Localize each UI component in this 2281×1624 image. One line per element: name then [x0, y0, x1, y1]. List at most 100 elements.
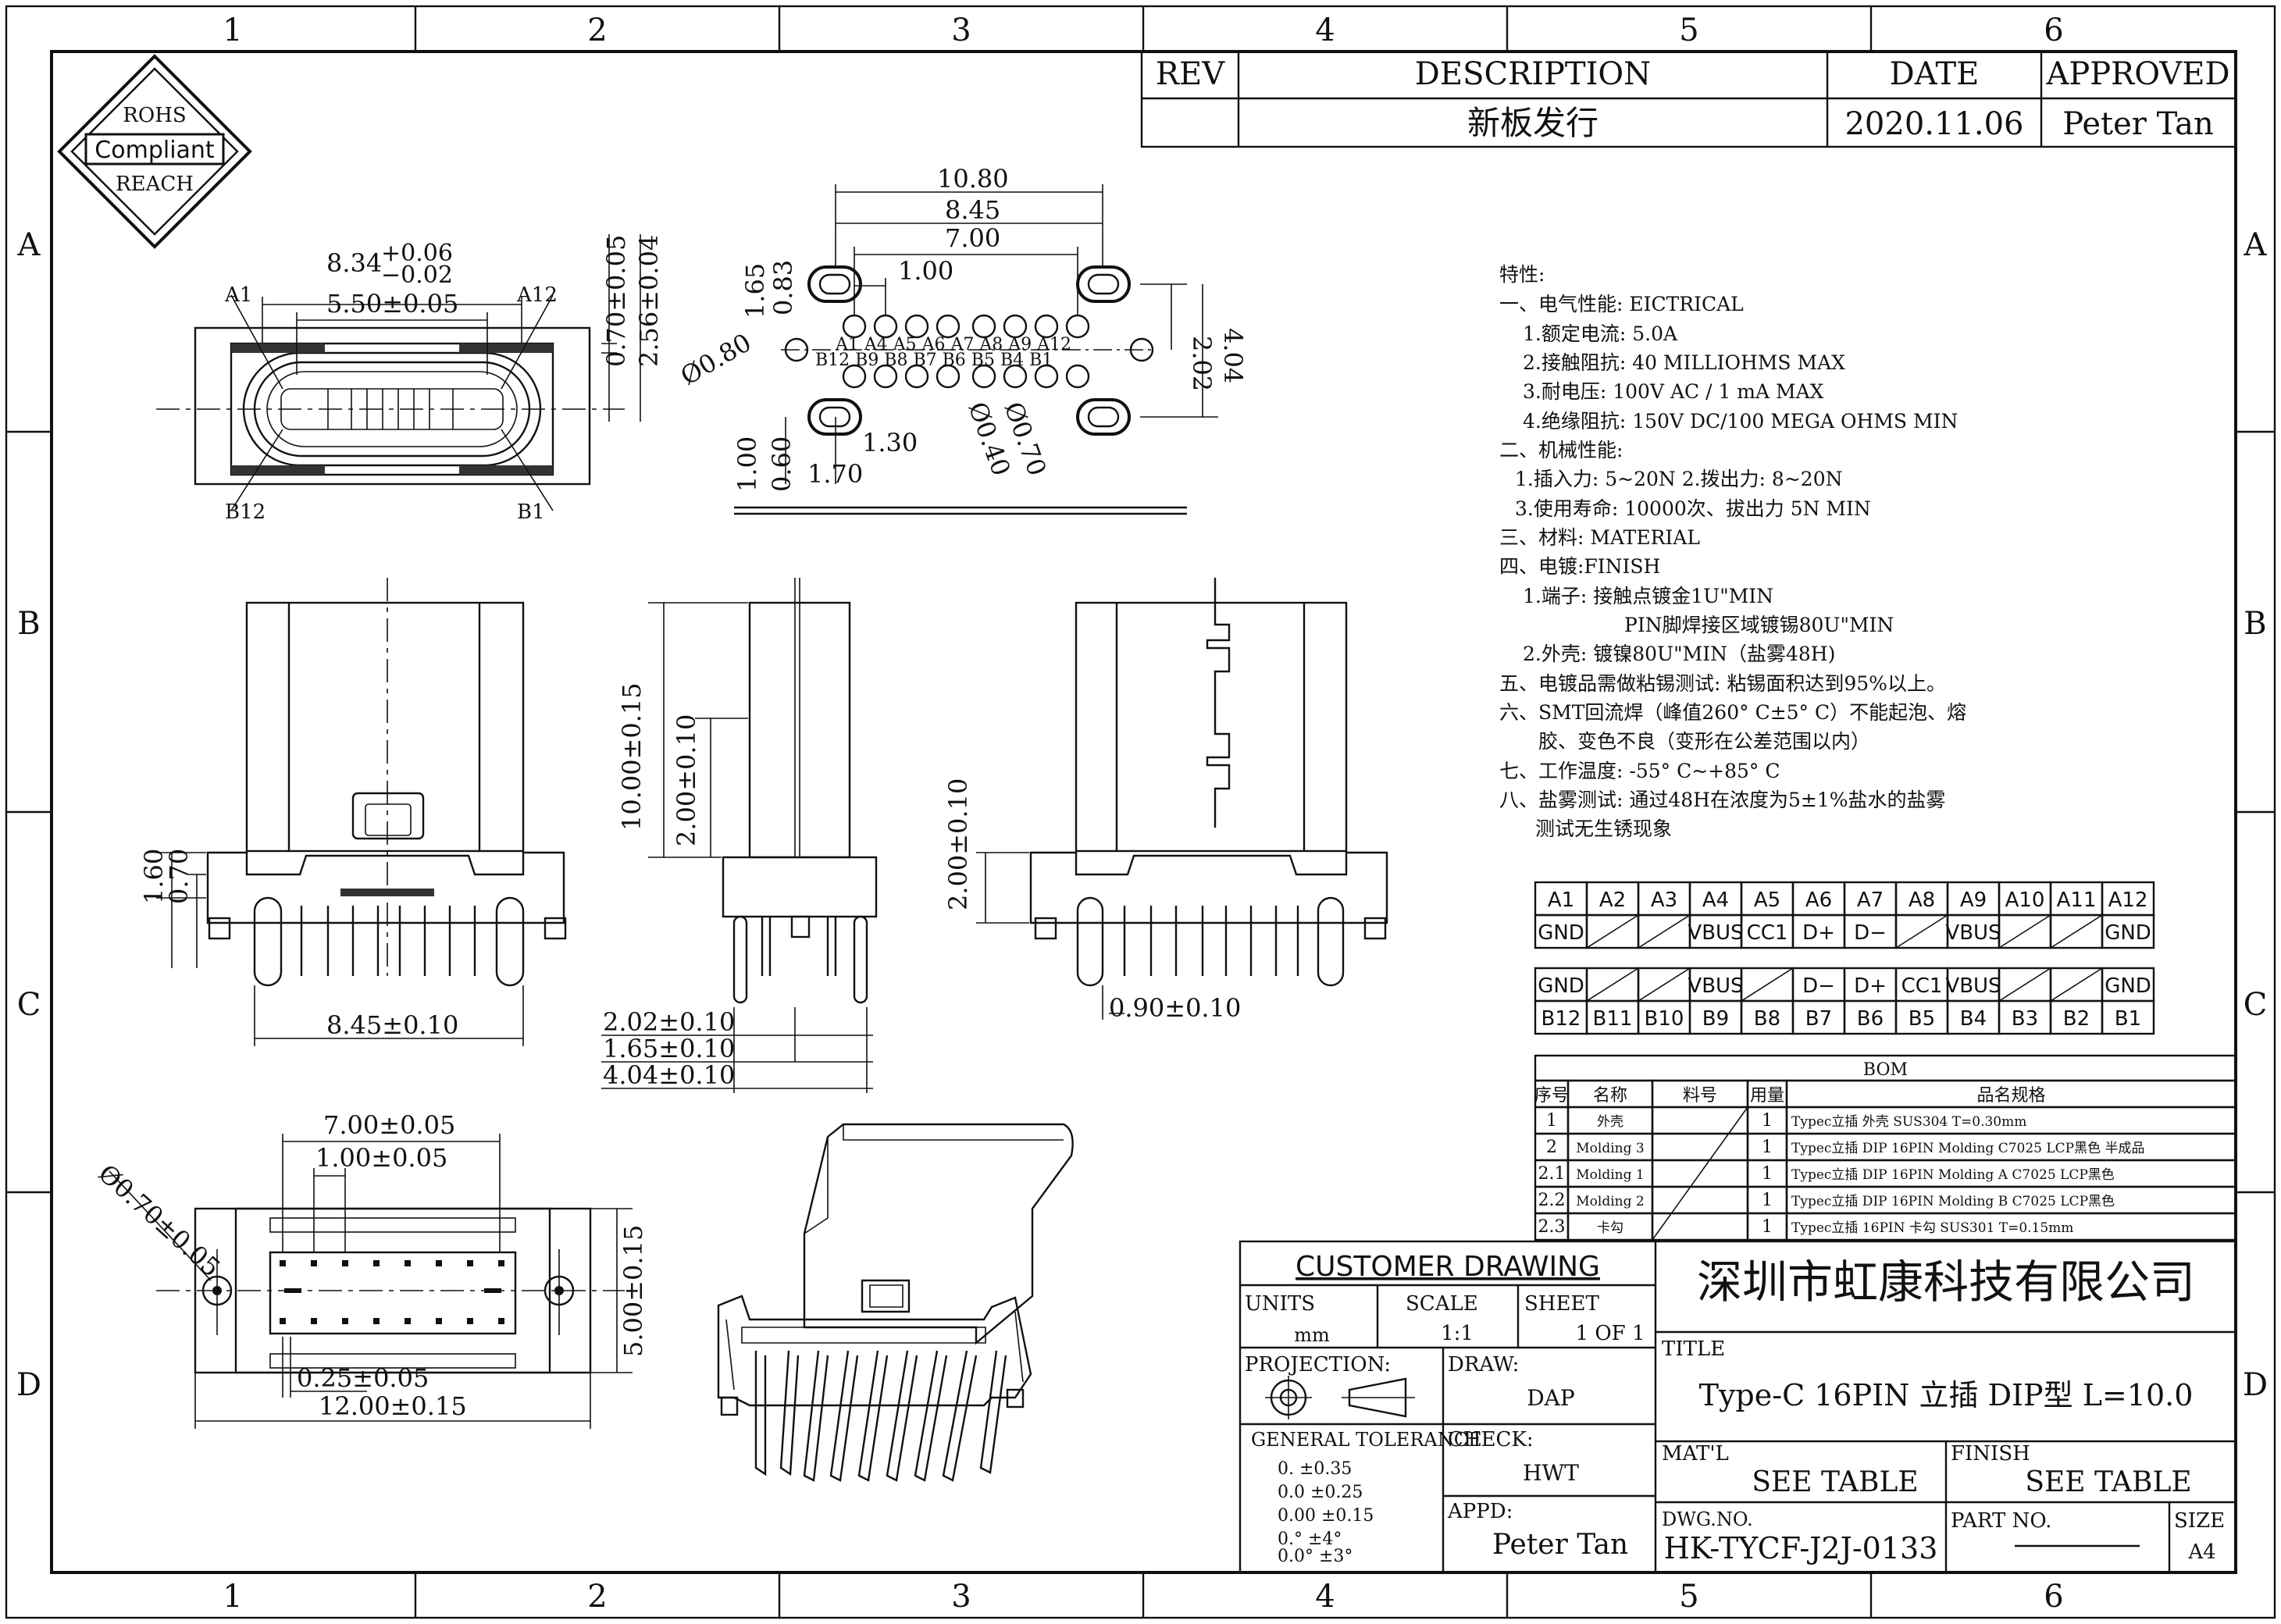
bom-no: 1 — [1546, 1111, 1557, 1131]
spec-line: 2.接触阻抗: 40 MILLIOHMS MAX — [1523, 351, 1845, 374]
pinout-text: GND — [2105, 974, 2151, 998]
bom-cell — [1651, 1132, 1749, 1162]
dim-dia070b: Ø0.70±0.05 — [93, 1159, 226, 1283]
pinout-empty-slash — [1895, 914, 1948, 949]
pinout-text: D+ — [1854, 974, 1887, 998]
bom-spec: Typec立插 DIP 16PIN Molding C7025 LCP黑色 半成… — [1791, 1141, 2145, 1156]
rear-view-dims: 2.00±0.10 0.90±0.10 — [943, 778, 1241, 1023]
pinout-text: A2 — [1599, 889, 1626, 912]
description-value: 新板发行 — [1467, 104, 1598, 142]
rohs-bottom: REACH — [116, 173, 194, 196]
check-label: CHECK: — [1448, 1428, 1534, 1451]
pinout-text: A10 — [2005, 889, 2045, 912]
bom-no: 2.2 — [1538, 1191, 1566, 1210]
spec-line: 三、材料: MATERIAL — [1499, 526, 1700, 549]
pinout-text: A4 — [1702, 889, 1729, 912]
rohs-top: ROHS — [123, 104, 186, 127]
row-label-right: A — [2244, 227, 2268, 263]
pinout-text: GND — [1538, 921, 1584, 945]
dim-130: 1.30 — [862, 428, 918, 458]
pinout-text: VBUS — [1945, 921, 2001, 945]
dim-256: 2.56±0.04 — [634, 235, 664, 367]
finish-value: SEE TABLE — [2025, 1466, 2191, 1498]
spec-line: 4.绝缘阻抗: 150V DC/100 MEGA OHMS MIN — [1523, 410, 1958, 433]
col-label-top: 6 — [2044, 12, 2063, 48]
dim-845: 8.45 — [945, 195, 1000, 225]
description-header: DESCRIPTION — [1415, 56, 1651, 92]
bom-name: 外壳 — [1597, 1114, 1623, 1130]
dwg-no-label: DWG.NO. — [1662, 1508, 1753, 1530]
col-label-bottom: 2 — [587, 1579, 607, 1615]
dim-834-plus: +0.06 — [381, 240, 453, 267]
pinout-text: A11 — [2057, 889, 2097, 912]
pinout-cell — [2101, 999, 2155, 1035]
pinout-text: CC1 — [1901, 974, 1943, 998]
spec-line: 胶、变色不良（变形在公差范围以内） — [1538, 730, 1870, 753]
row-label-left: A — [17, 227, 41, 263]
pinout-empty-slash — [1638, 967, 1691, 1002]
scale-label: SCALE — [1406, 1292, 1478, 1316]
row-label-right: C — [2244, 987, 2268, 1023]
spec-line: 1.插入力: 5~20N 2.拨出力: 8~20N — [1515, 468, 1842, 490]
spec-line: 七、工作温度: -55° C~+85° C — [1499, 760, 1780, 782]
column-dividers — [6, 6, 2275, 1618]
dim-165b: 1.65±0.10 — [603, 1034, 735, 1063]
rear-view — [976, 578, 1388, 1020]
title-label: TITLE — [1662, 1337, 1725, 1361]
bom-spec: Typec立插 外壳 SUS304 T=0.30mm — [1791, 1114, 2026, 1130]
bom-header: 品名规格 — [1976, 1086, 2045, 1106]
pinout-text: A5 — [1754, 889, 1780, 912]
units-label: UNITS — [1245, 1292, 1315, 1316]
bottom-view-dims: 7.00±0.05 1.00±0.05 Ø0.70±0.05 5.00±0.15… — [93, 1110, 648, 1421]
label-a12: A12 — [516, 283, 558, 307]
col-label-bottom: 5 — [1679, 1579, 1698, 1615]
pin-row-b-labels: B12 B9 B8 B7 B6 B5 B4 B1 — [815, 351, 1053, 370]
bom-header: 料号 — [1683, 1086, 1717, 1106]
dim-dia080: Ø0.80 — [675, 327, 756, 391]
pinout-text: A1 — [1548, 889, 1574, 912]
pinout-empty-slash — [1998, 914, 2051, 949]
label-b1: B1 — [517, 500, 545, 524]
col-label-bottom: 3 — [951, 1579, 971, 1615]
side-view-dims: 10.00±0.15 2.00±0.10 2.02±0.10 1.65±0.10… — [603, 682, 735, 1090]
col-label-bottom: 6 — [2044, 1579, 2063, 1615]
pinout-text: B11 — [1593, 1007, 1633, 1031]
pinout-empty-slash — [1638, 914, 1691, 949]
label-a1: A1 — [224, 283, 252, 307]
dim-1080: 10.80 — [937, 164, 1009, 194]
bom-name: Molding 1 — [1576, 1167, 1644, 1183]
size-label: SIZE — [2174, 1509, 2225, 1533]
dim-404b: 4.04±0.10 — [603, 1060, 735, 1090]
tolerance-label: GENERAL TOLERANCE — [1251, 1429, 1482, 1451]
front-view — [156, 578, 567, 1046]
dim-200: 2.00±0.10 — [672, 714, 701, 846]
inner-border — [50, 50, 2237, 1574]
bom-spec: Typec立插 DIP 16PIN Molding B C7025 LCP黑色 — [1791, 1194, 2115, 1209]
col-label-top: 5 — [1679, 12, 1698, 48]
approved-header: APPROVED — [2045, 56, 2229, 92]
bom-qty: 1 — [1762, 1138, 1773, 1157]
dim-165: 1.65 — [740, 263, 770, 319]
pinout-text: B1 — [2115, 1007, 2141, 1031]
customer-drawing-label: CUSTOMER DRAWING — [1296, 1251, 1600, 1283]
col-label-top: 3 — [951, 12, 971, 48]
col-label-top: 4 — [1315, 12, 1335, 48]
dwg-no-value: HK-TYCF-J2J-0133 — [1664, 1531, 1938, 1565]
spec-line: 测试无生锈现象 — [1535, 817, 1672, 840]
side-view — [601, 578, 878, 1093]
pinout-text: B5 — [1909, 1007, 1935, 1031]
tolerance-line: 0.0 ±0.25 — [1278, 1483, 1363, 1502]
dim-550: 5.50±0.05 — [326, 289, 458, 319]
pinout-text: D+ — [1802, 921, 1835, 945]
spec-line: 特性: — [1499, 263, 1545, 286]
bom-spec: Typec立插 DIP 16PIN Molding A C7025 LCP黑色 — [1791, 1167, 2115, 1183]
row-label-left: B — [17, 606, 40, 642]
row-label-right: B — [2244, 606, 2266, 642]
approved-value: Peter Tan — [2062, 106, 2214, 142]
dim-404: 4.04 — [1218, 328, 1248, 383]
row-label-right: D — [2243, 1367, 2268, 1403]
col-label-bottom: 1 — [223, 1579, 242, 1615]
dim-1000: 10.00±0.15 — [617, 682, 647, 831]
scale-value: 1:1 — [1441, 1322, 1474, 1345]
